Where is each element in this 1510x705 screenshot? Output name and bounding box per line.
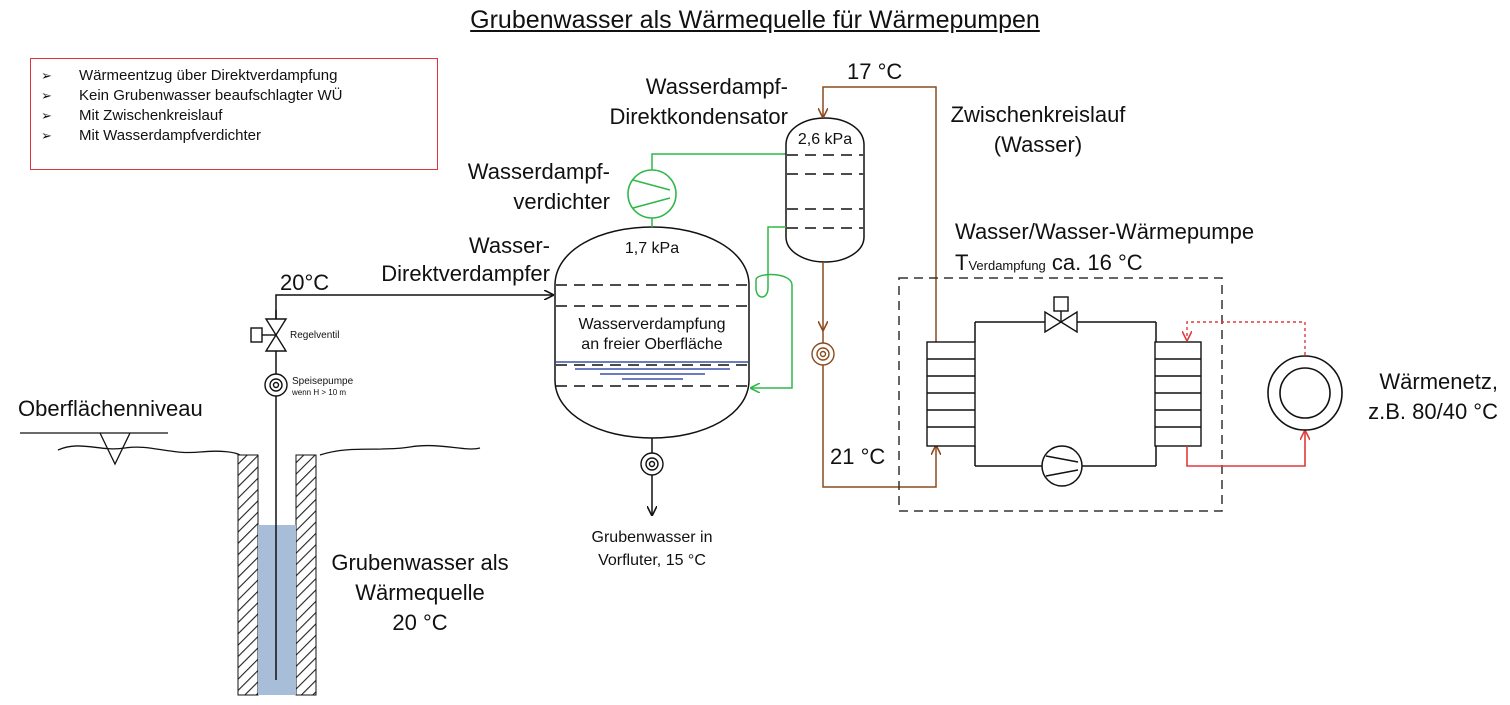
feature-list-box: ➢Wärmeentzug über Direktverdampfung ➢Kei… <box>30 58 438 170</box>
temp-20-label: 20°C <box>280 270 330 295</box>
heatpump-temp-label: TVerdampfung ca. 16 °C <box>955 250 1143 275</box>
vapor-line <box>651 153 790 227</box>
feature-item: ➢Mit Zwischenkreislauf <box>41 107 223 124</box>
condensate-line <box>751 226 793 388</box>
heat-network-return <box>1187 321 1306 355</box>
evaporator-pressure: 1,7 kPa <box>624 240 680 257</box>
speisepumpe-label: Speisepumpe wenn H > 10 m <box>292 376 354 397</box>
evaporation-label: Wasserverdampfung an freier Oberfläche <box>578 316 726 353</box>
heat-network-label: Wärmenetz, z.B. 80/40 °C <box>1368 369 1498 424</box>
heat-network-icon <box>1267 355 1343 431</box>
regelventil-label: Regelventil <box>290 330 340 341</box>
surface-level-symbol <box>20 432 168 466</box>
feature-item: ➢Mit Wasserdampfverdichter <box>41 127 261 144</box>
feature-item: ➢Wärmeentzug über Direktverdampfung <box>41 67 338 84</box>
expansion-valve-icon <box>1044 296 1078 334</box>
refrigerant-loop <box>975 321 1156 467</box>
vapor-compressor-icon <box>627 169 677 219</box>
condenser-label: Wasserdampf- Direktkondensator <box>609 74 788 129</box>
ground-surface <box>57 444 481 456</box>
intermediate-circuit <box>823 86 936 488</box>
condenser-pressure: 2,6 kPa <box>797 131 853 148</box>
evaporator-hx <box>926 341 976 447</box>
heat-network-supply <box>1186 431 1305 467</box>
well-shaft <box>237 310 317 696</box>
intermediate-circuit-label: Zwischenkreislauf (Wasser) <box>950 102 1126 157</box>
condenser-hx <box>1154 341 1202 447</box>
temp-21-label: 21 °C <box>830 444 886 469</box>
feed-pump-icon <box>264 373 288 397</box>
circulation-pump-icon <box>811 342 835 366</box>
temp-17-label: 17 °C <box>847 59 903 84</box>
outflow-label: Grubenwasser in Vorfluter, 15 °C <box>591 529 713 569</box>
compressor-label: Wasserdampf- verdichter <box>467 159 610 214</box>
diagram-title: Grubenwasser als Wärmequelle für Wärmepu… <box>470 6 1040 34</box>
surface-level-label: Oberflächenniveau <box>18 396 203 421</box>
feed-line <box>275 295 553 319</box>
feature-item: ➢Kein Grubenwasser beaufschlagter WÜ <box>41 87 343 104</box>
control-valve-icon <box>250 318 288 352</box>
condenser-vessel <box>785 117 865 263</box>
outflow-pump-icon <box>640 452 664 476</box>
evaporator-vessel <box>554 226 750 439</box>
heatpump-box <box>898 277 1223 512</box>
evaporator-label: Wasser- Direktverdampfer <box>381 233 550 286</box>
heatpump-title: Wasser/Wasser-Wärmepumpe <box>955 219 1255 244</box>
source-label: Grubenwasser als Wärmequelle 20 °C <box>331 550 509 635</box>
heatpump-compressor-icon <box>1041 445 1083 487</box>
